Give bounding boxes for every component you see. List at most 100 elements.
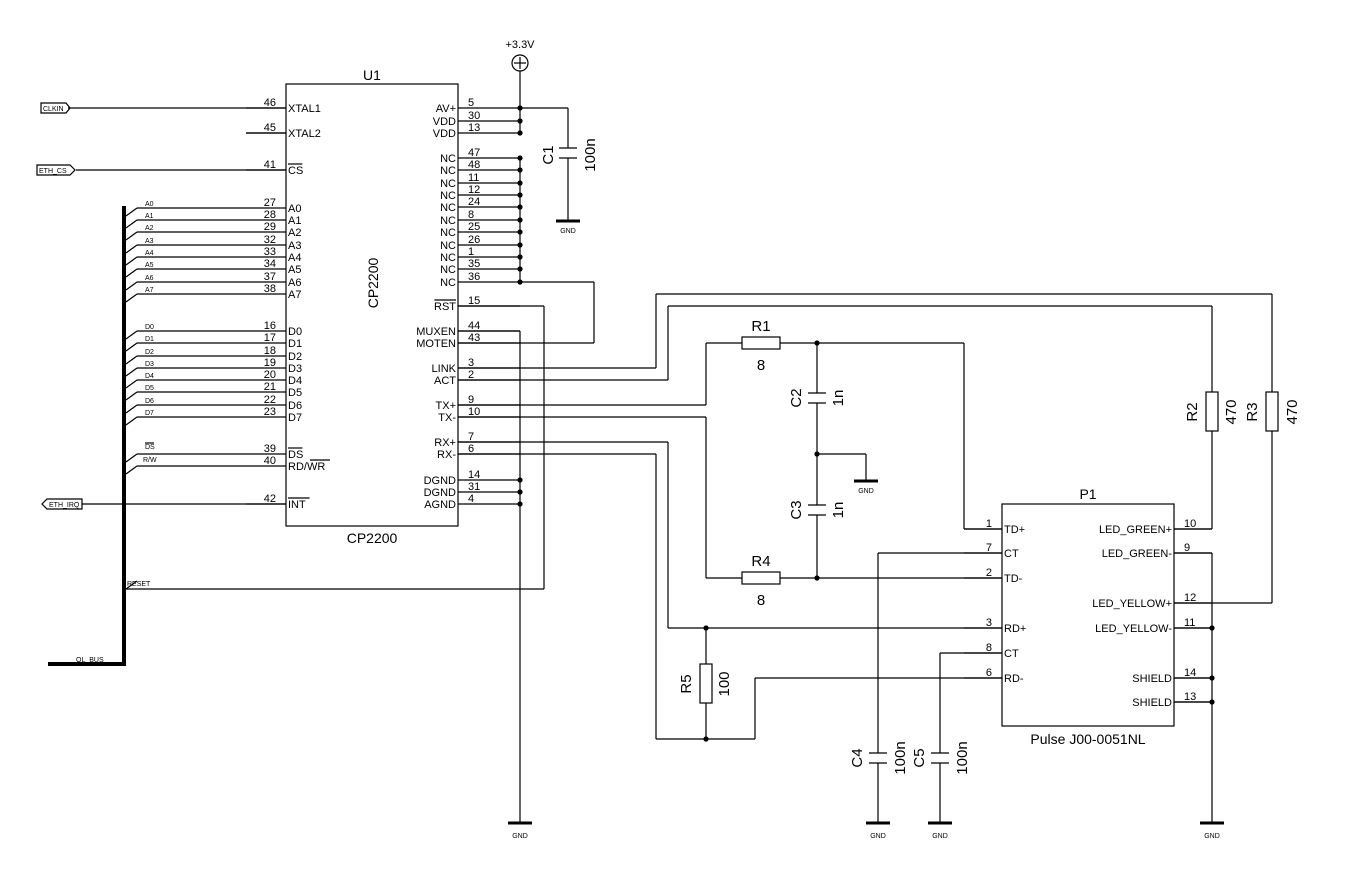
- capacitor-c1: C1 100n: [540, 138, 599, 171]
- pin-name: NC: [440, 202, 456, 214]
- pin-number: 41: [264, 159, 276, 171]
- pin-number: 7: [468, 431, 474, 443]
- pin-number: 3: [468, 357, 474, 369]
- gnd-label: GND: [932, 833, 948, 840]
- pin-number: 10: [468, 406, 480, 418]
- gnd-symbol-c1: GND: [556, 219, 580, 235]
- pin-number: 46: [264, 97, 276, 109]
- bus-tap-label: A2: [145, 225, 154, 232]
- pin-number: 2: [468, 369, 474, 381]
- rw-label: R/W: [143, 457, 157, 464]
- junction-dot: [814, 575, 820, 581]
- bus-tap-label: A4: [145, 250, 154, 257]
- bus-label: OL_BUS: [76, 657, 104, 664]
- pin-number: 10: [1184, 518, 1196, 530]
- bus-tap-label: D2: [145, 349, 154, 356]
- pin-number: 21: [264, 381, 276, 393]
- pin-name: CS: [288, 165, 303, 177]
- pin-number: 12: [1184, 592, 1196, 604]
- gnd-label: GND: [512, 833, 528, 840]
- pin-number: 42: [264, 493, 276, 505]
- pin-name: RST: [434, 301, 456, 313]
- pin-name: SHIELD: [1132, 673, 1172, 685]
- pin-name: CT: [1004, 648, 1019, 660]
- pin-number: 36: [468, 271, 480, 283]
- pin-name: NC: [440, 215, 456, 227]
- pin-number: 12: [468, 184, 480, 196]
- bus-tap-label: A7: [145, 287, 154, 294]
- pin-name: LED_YELLOW+: [1092, 598, 1172, 610]
- u1-ref: U1: [363, 67, 381, 83]
- pin-number: 9: [468, 394, 474, 406]
- junction-dot: [517, 266, 523, 272]
- pin-name: NC: [440, 165, 456, 177]
- u1-part: CP2200: [347, 530, 398, 546]
- pin-number: 31: [468, 481, 480, 493]
- eth-irq-label: ETH_IRQ: [49, 502, 80, 509]
- pin-name: RX+: [434, 437, 456, 449]
- reset-label: RESET: [127, 581, 151, 588]
- pin-number: 26: [468, 234, 480, 246]
- pin-number: 39: [264, 443, 276, 455]
- pin-number: 14: [1184, 667, 1196, 679]
- pin-name: NC: [440, 190, 456, 202]
- pin-number: 35: [468, 258, 480, 270]
- pin-name: TX+: [436, 400, 456, 412]
- pin-number: 1: [468, 246, 474, 258]
- pin-name: A4: [288, 252, 301, 264]
- supply-symbol: +3.3V: [505, 39, 535, 72]
- pin-name: D4: [288, 375, 302, 387]
- bus-tap-label: D4: [145, 373, 154, 380]
- pin-number: 47: [468, 147, 480, 159]
- resistor-r1: R1 8: [741, 318, 781, 374]
- pin-name: DS: [288, 449, 303, 461]
- pin-name: XTAL1: [288, 103, 321, 115]
- pin-name: NC: [440, 178, 456, 190]
- junction-dot: [517, 477, 523, 483]
- c1-ref: C1: [540, 145, 557, 164]
- junction-dot: [814, 451, 820, 457]
- pin-name: D2: [288, 351, 302, 363]
- resistor-r5: R5 100: [678, 663, 733, 704]
- r5-value: 100: [716, 671, 733, 696]
- bus-tap-label: A5: [145, 262, 154, 269]
- pin-name: A2: [288, 227, 301, 239]
- pin-name: D6: [288, 400, 302, 412]
- junction-dot: [517, 118, 523, 124]
- pin-number: 24: [468, 196, 480, 208]
- pin-name: SHIELD: [1132, 697, 1172, 709]
- pin-number: 8: [986, 642, 992, 654]
- pin-name: RD-: [1004, 673, 1024, 685]
- pin-name: ACT: [434, 375, 456, 387]
- bus-tap-label: D1: [145, 336, 154, 343]
- pin-number: 13: [1184, 691, 1196, 703]
- pin-number: 38: [264, 283, 276, 295]
- bus-tap-label: D6: [145, 398, 154, 405]
- pin-name: A5: [288, 264, 301, 276]
- r3-value: 470: [1284, 399, 1301, 424]
- r4-ref: R4: [751, 553, 770, 570]
- c1-value: 100n: [582, 138, 599, 171]
- pin-number: 1: [986, 518, 992, 530]
- r5-ref: R5: [678, 674, 695, 693]
- junction-dot: [517, 489, 523, 495]
- c5-ref: C5: [911, 748, 928, 767]
- supply-label: +3.3V: [505, 39, 535, 51]
- pin-name: MOTEN: [416, 338, 456, 350]
- pin-number: 25: [468, 221, 480, 233]
- r3-ref: R3: [1244, 402, 1261, 421]
- bus-tap-label: D0: [145, 324, 154, 331]
- pin-name: D0: [288, 326, 302, 338]
- pin-name: TD+: [1004, 524, 1025, 536]
- gnd-label: GND: [1204, 833, 1220, 840]
- gnd-label: GND: [870, 833, 886, 840]
- junction-dots: [517, 105, 1215, 742]
- gnd-label: GND: [560, 228, 576, 235]
- p1-right-pins: 10LED_GREEN+9LED_GREEN-12LED_YELLOW+11LE…: [1092, 518, 1212, 709]
- pin-name: RD/WR: [288, 461, 325, 473]
- c5-value: 100n: [954, 741, 971, 774]
- p1-body: [1001, 503, 1175, 727]
